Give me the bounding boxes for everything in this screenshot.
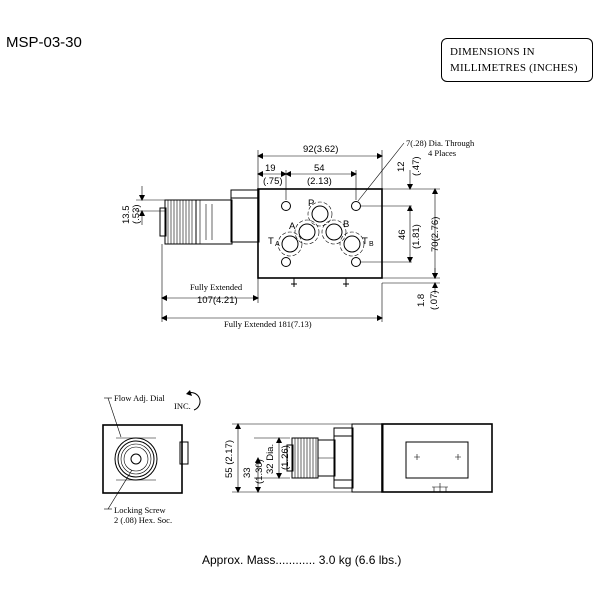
mount-hole: [281, 257, 291, 267]
mount-hole: [351, 257, 361, 267]
units-note-line1: DIMENSIONS IN: [450, 46, 535, 58]
side-height-label: 55 (2.17): [224, 440, 235, 478]
port-ta: [277, 231, 303, 257]
inc-arrow-icon: [187, 392, 201, 411]
dim-body-height: 70(2.76): [430, 217, 441, 252]
port-a-label: A: [289, 221, 296, 232]
side-dia-label: 32 Dia.: [265, 444, 276, 474]
port-p-label: P: [308, 198, 314, 209]
adjuster-housing: [230, 189, 260, 243]
adjuster-neck: [195, 199, 233, 245]
dim-hole-spacing-in: (2.13): [307, 176, 332, 187]
screw-label-line1: Locking Screw: [114, 505, 167, 515]
port-a: [294, 219, 320, 245]
screw-label-line2: 2 (.08) Hex. Soc.: [114, 515, 172, 525]
port-tb-label: T: [362, 236, 368, 247]
dim-knob-height-mm: 13.5: [121, 206, 132, 225]
units-note-line2: MILLIMETRES (INCHES): [450, 62, 578, 74]
dim-fully-extended-label: Fully Extended: [190, 282, 243, 292]
front-view: Flow Adj. Dial INC. Locking Screw 2 (.08…: [102, 390, 201, 525]
mount-hole: [351, 201, 361, 211]
dim-bottom-offset-mm: 1.8: [416, 294, 427, 307]
port-tb-sub: B: [369, 241, 374, 248]
side-view: 55 (2.17) 33 (1.30) 32 Dia. (1.26): [224, 423, 493, 493]
side-inner-mm: 33: [242, 467, 253, 478]
mount-hole: [281, 201, 291, 211]
valve-body: [257, 188, 383, 279]
port-b-label: B: [343, 219, 349, 230]
approx-mass-note: Approx. Mass............ 3.0 kg (6.6 lbs…: [202, 553, 402, 567]
dim-top-offset-mm: 12: [396, 161, 407, 172]
dim-edge-offset-mm: 19: [265, 163, 276, 174]
dim-fully-extended-total: Fully Extended 181(7.13): [224, 319, 312, 329]
model-title: MSP-03-30: [6, 34, 82, 51]
knurled-knob: [159, 199, 197, 245]
hole-note-line1: 7(.28) Dia. Through: [406, 138, 475, 148]
port-tb: [339, 231, 365, 257]
units-note-box: DIMENSIONS IN MILLIMETRES (INCHES): [441, 38, 593, 82]
dim-hole-vertical-in: (1.81): [411, 224, 422, 249]
dim-edge-offset-in: (.75): [263, 176, 283, 187]
dim-knob-height-in: (.53): [131, 204, 142, 224]
port-p: [307, 201, 333, 227]
side-knurled-knob: [286, 437, 319, 479]
side-body: [381, 423, 493, 493]
port-ta-sub: A: [275, 241, 280, 248]
dim-bottom-offset-in: (.07): [429, 290, 440, 310]
dim-overall-width: 92(3.62): [303, 144, 338, 155]
front-body: [102, 424, 183, 494]
top-view: P A B T A T B 92(3.62) 7(.28) Dia. Throu…: [121, 138, 475, 329]
dim-top-offset-in: (.47): [411, 156, 422, 176]
dim-fully-extended-value: 107(4.21): [197, 295, 238, 306]
side-dia-in: (1.26): [280, 445, 291, 470]
inc-label: INC.: [174, 401, 191, 411]
hole-note-line2: 4 Places: [428, 148, 456, 158]
dial-center: [130, 453, 142, 465]
port-b: [321, 219, 347, 245]
dim-hole-spacing-mm: 54: [314, 163, 325, 174]
side-inner-in: (1.30): [254, 459, 265, 484]
port-ta-label: T: [268, 236, 274, 247]
dim-hole-vertical-mm: 46: [397, 229, 408, 240]
dial-label: Flow Adj. Dial: [114, 393, 165, 403]
